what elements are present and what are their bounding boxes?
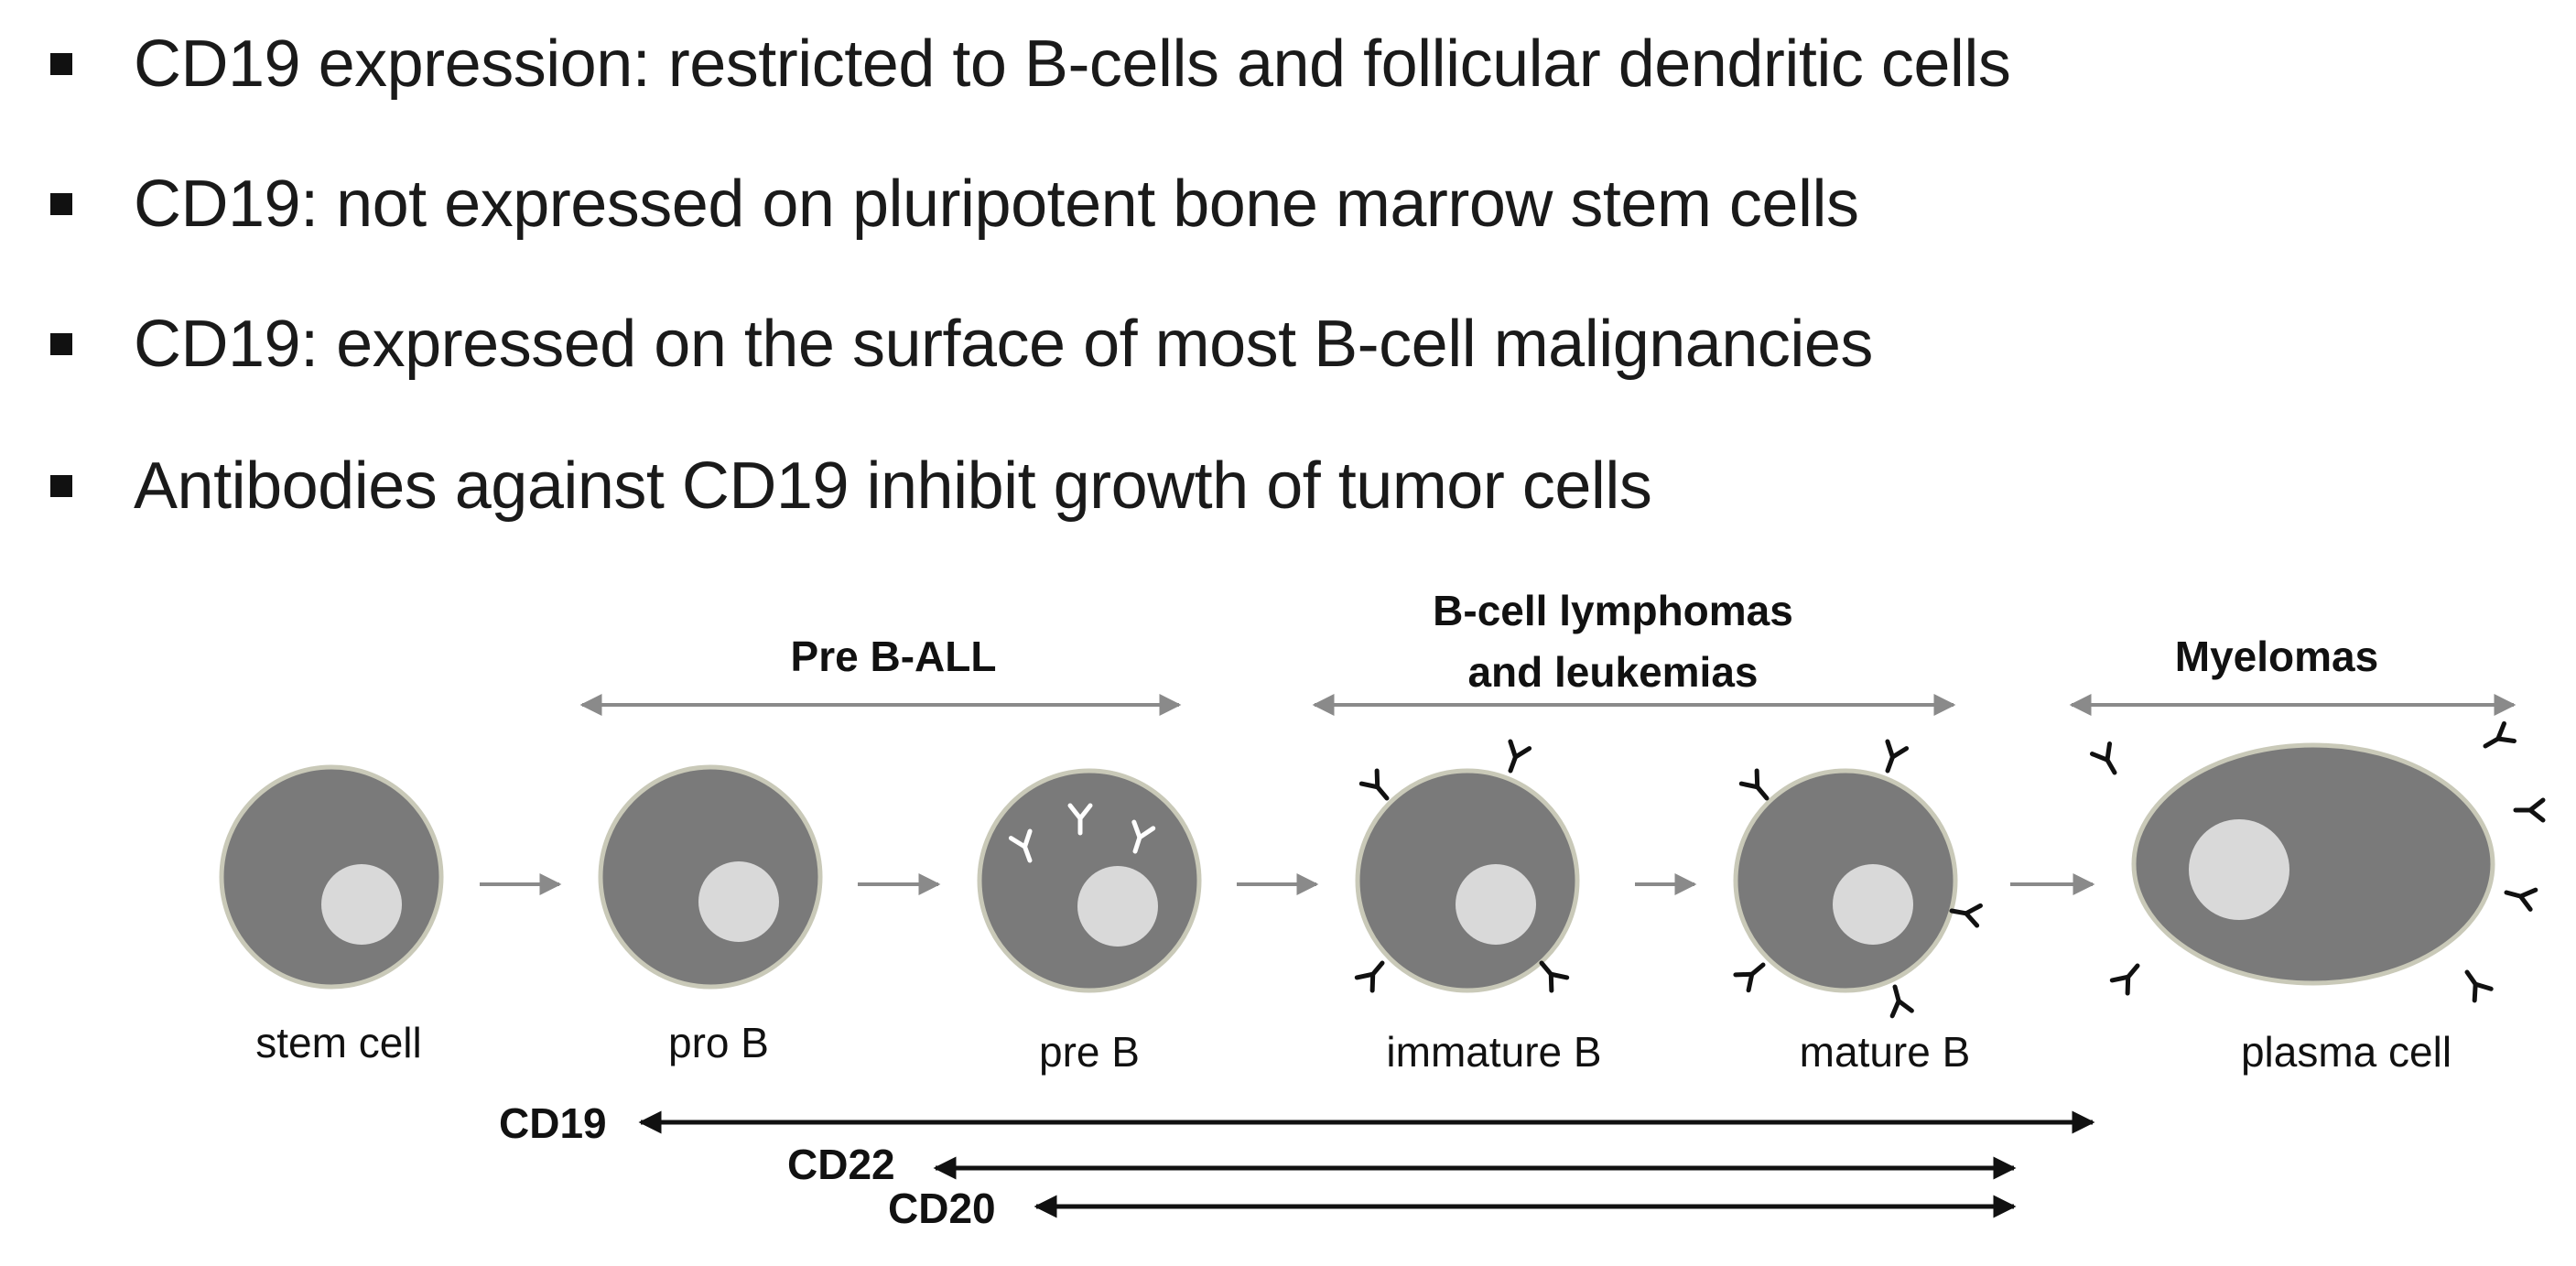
bullet-text: CD19: expressed on the surface of most B… (134, 308, 1873, 381)
antibody-y-icon (2459, 967, 2491, 1001)
bullet-text: CD19: not expressed on pluripotent bone … (134, 168, 1859, 241)
square-bullet-icon (50, 475, 72, 497)
immature-b-cell (1357, 741, 1580, 990)
label-pro-b: pro B (668, 1019, 769, 1066)
bullet-item-malignancies: CD19: expressed on the surface of most B… (50, 289, 1873, 399)
antibody-y-icon (2516, 800, 2543, 820)
square-bullet-icon (50, 333, 72, 355)
plasma-cell (2092, 723, 2543, 1000)
label-cd22: CD22 (787, 1141, 895, 1188)
bullet-text: CD19 expression: restricted to B-cells a… (134, 27, 2011, 101)
antibody-y-icon (1878, 741, 1907, 774)
label-myelomas: Myelomas (2175, 633, 2378, 680)
antibody-y-icon (2092, 744, 2123, 778)
pre-b-cell (977, 768, 1202, 993)
label-cd19: CD19 (499, 1099, 607, 1147)
square-bullet-icon (50, 53, 72, 75)
bullet-text: Antibodies against CD19 inhibit growth o… (134, 449, 1652, 523)
antibody-y-icon (2504, 882, 2536, 909)
antibody-y-icon (2481, 723, 2515, 754)
bullet-item-antibodies: Antibodies against CD19 inhibit growth o… (50, 431, 1652, 541)
label-lymphomas-line2: and leukemias (1467, 648, 1758, 696)
antibody-y-icon (1736, 958, 1770, 990)
label-lymphomas-line1: B-cell lymphomas (1433, 587, 1793, 634)
label-mature-b: mature B (1800, 1028, 1971, 1076)
pro-b-cell (598, 764, 823, 990)
label-pre-b: pre B (1039, 1028, 1140, 1076)
label-immature-b: immature B (1386, 1028, 1601, 1076)
mature-b-cell (1736, 741, 1981, 1016)
antibody-y-icon (1501, 741, 1530, 774)
label-cd20: CD20 (888, 1185, 996, 1232)
antibody-y-icon (1357, 957, 1390, 990)
label-plasma-cell: plasma cell (2241, 1028, 2452, 1076)
square-bullet-icon (50, 193, 72, 215)
antibody-y-icon (2112, 959, 2145, 993)
label-pre-b-all: Pre B-ALL (791, 633, 997, 680)
bullet-list: CD19 expression: restricted to B-cells a… (0, 0, 2576, 549)
bullet-item-cd19-expression: CD19 expression: restricted to B-cells a… (50, 9, 2011, 119)
stem-cell (219, 764, 444, 990)
label-stem-cell: stem cell (255, 1019, 421, 1066)
bullet-item-not-expressed: CD19: not expressed on pluripotent bone … (50, 149, 1859, 259)
antibody-y-icon (1361, 771, 1394, 805)
antibody-y-icon (1885, 984, 1911, 1016)
